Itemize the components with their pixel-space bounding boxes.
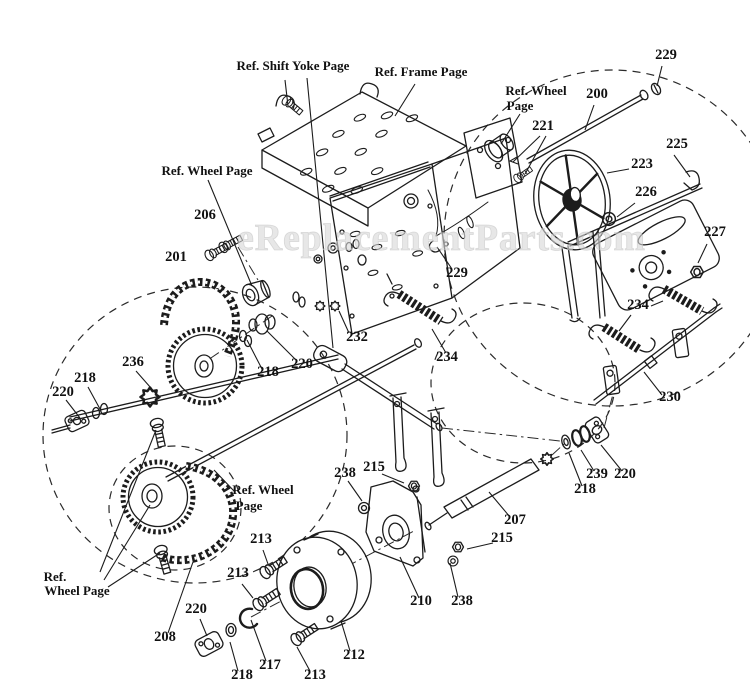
part-number-label: 226 bbox=[635, 184, 657, 200]
frame-tab bbox=[257, 127, 275, 143]
cable bbox=[427, 189, 489, 237]
part-number-label: 218 bbox=[574, 481, 596, 497]
part-number-label: 225 bbox=[666, 136, 688, 152]
watermark: eReplacementParts.com bbox=[237, 217, 645, 259]
part-number-label: 239 bbox=[586, 466, 608, 482]
springs-234 bbox=[383, 240, 718, 354]
shafts-and-rods bbox=[51, 303, 723, 487]
flange-220-bottom bbox=[194, 631, 224, 657]
flanged-bushing bbox=[241, 279, 271, 307]
part-number-label: 212 bbox=[343, 647, 365, 663]
reference-label: Wheel Page bbox=[44, 583, 110, 598]
part-number-label: 218 bbox=[74, 370, 96, 386]
reference-label: Ref. Wheel bbox=[232, 482, 294, 497]
side-panel-assembly bbox=[567, 170, 720, 319]
nut-227 bbox=[689, 265, 705, 279]
part-number-label: 213 bbox=[227, 565, 249, 581]
part-number-label: 223 bbox=[631, 156, 653, 172]
clip-229 bbox=[650, 82, 662, 96]
part-number-label: 220 bbox=[52, 384, 74, 400]
wheel-leg bbox=[561, 245, 581, 323]
part-number-label: 229 bbox=[655, 47, 677, 63]
hanger-strap bbox=[427, 407, 445, 487]
part-number-label: 232 bbox=[346, 329, 368, 345]
part-number-label: 238 bbox=[334, 465, 356, 481]
bushing-ref-wheel bbox=[484, 133, 514, 163]
flange-220-right bbox=[584, 416, 610, 444]
frame-bracket bbox=[463, 117, 523, 199]
reference-label: Page bbox=[507, 98, 534, 113]
part-number-label: 215 bbox=[363, 459, 385, 475]
part-number-label: 218 bbox=[231, 667, 253, 683]
phantom-outlines bbox=[42, 69, 750, 618]
sprockets-and-chains bbox=[120, 278, 341, 565]
rod-bracket bbox=[671, 327, 690, 359]
part-number-label: 238 bbox=[451, 593, 473, 609]
reference-label: Ref. Wheel bbox=[505, 83, 567, 98]
bolt-shift-yoke bbox=[279, 93, 305, 118]
cover-panel bbox=[592, 199, 720, 311]
part-number-label: 220 bbox=[185, 601, 207, 617]
chain-201 bbox=[160, 278, 240, 358]
part-number-label: 201 bbox=[165, 249, 187, 265]
frame-hook bbox=[359, 82, 379, 98]
part-number-label: 230 bbox=[659, 389, 681, 405]
part-number-label: 207 bbox=[504, 512, 526, 528]
reference-label: Ref. bbox=[44, 569, 67, 584]
snap-ring-217 bbox=[238, 607, 259, 629]
part-number-label: 200 bbox=[586, 86, 608, 102]
reference-label: Ref. Frame Page bbox=[375, 64, 468, 79]
arrowhead bbox=[508, 156, 519, 165]
part-number-label: 217 bbox=[259, 657, 281, 673]
part-number-label: 236 bbox=[122, 354, 144, 370]
leader-lines bbox=[65, 65, 708, 672]
part-number-label: 213 bbox=[250, 531, 272, 547]
part-number-label: 229 bbox=[446, 265, 468, 281]
part-number-label: 213 bbox=[304, 667, 326, 683]
panel-leg bbox=[592, 229, 606, 319]
part-number-label: 206 bbox=[194, 207, 216, 223]
hanger-strap bbox=[389, 392, 407, 472]
rod-bracket bbox=[602, 364, 621, 396]
bracket-210 bbox=[365, 480, 424, 567]
part-number-label: 218 bbox=[257, 364, 279, 380]
tension-rod-207 bbox=[424, 416, 610, 567]
part-number-label: 220 bbox=[291, 356, 313, 372]
flange-220-left bbox=[64, 409, 90, 433]
support-bar bbox=[567, 183, 703, 247]
spring-anchor-229 bbox=[428, 240, 441, 253]
bolt-221 bbox=[511, 164, 535, 185]
part-number-label: 220 bbox=[614, 466, 636, 482]
bolt-vertical bbox=[148, 416, 169, 449]
friction-disc-assembly bbox=[194, 480, 426, 657]
reference-label: Ref. Shift Yoke Page bbox=[237, 58, 350, 73]
bracket-225 bbox=[683, 170, 700, 191]
part-number-label: 227 bbox=[704, 224, 726, 240]
pulley-wheel-223 bbox=[533, 149, 611, 323]
part-labels: Ref. Shift Yoke Page Ref. Frame PageRef. … bbox=[44, 47, 726, 683]
reference-label: Ref. Wheel Page bbox=[161, 163, 252, 178]
shaft-200 bbox=[526, 82, 662, 164]
frame-plate bbox=[257, 82, 523, 335]
part-number-label: 210 bbox=[410, 593, 432, 609]
bolt-213 bbox=[250, 585, 283, 614]
reference-label: Page bbox=[236, 498, 263, 513]
clevis bbox=[313, 344, 348, 373]
part-number-label: 221 bbox=[532, 118, 554, 134]
rod-230 bbox=[593, 307, 717, 405]
part-number-label: 208 bbox=[154, 629, 176, 645]
part-number-label: 215 bbox=[491, 530, 513, 546]
part-number-label: 234 bbox=[436, 349, 458, 365]
part-number-label: 234 bbox=[627, 297, 649, 313]
